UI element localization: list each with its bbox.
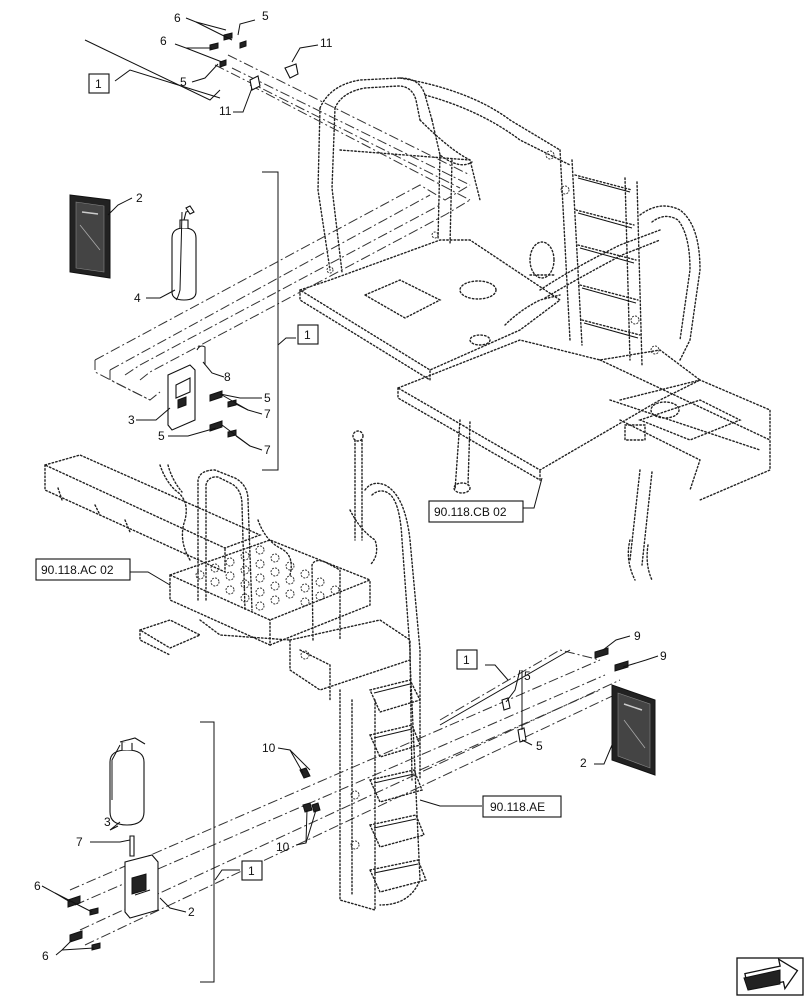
callout-7: 7 [76, 835, 83, 849]
callout-5: 5 [262, 9, 269, 23]
callout-5: 5 [524, 669, 531, 683]
group-label-1: 1 [248, 864, 255, 878]
callout-6: 6 [34, 879, 41, 893]
callout-2: 2 [188, 905, 195, 919]
bracket-bottom [124, 854, 159, 919]
reference-boxes: 90.118.CB 02 90.118.AC 02 90.118.AE [35, 500, 562, 818]
mounting-centerlines [69, 54, 626, 946]
callout-9: 9 [634, 629, 641, 643]
callout-7: 7 [264, 443, 271, 457]
decal-right [611, 684, 656, 776]
fire-extinguisher-bottom [109, 737, 146, 857]
group-label-boxes: 1 1 1 1 [88, 73, 478, 881]
callout-5: 5 [180, 75, 187, 89]
callout-3: 3 [128, 413, 135, 427]
access-platform [42, 430, 427, 911]
callout-5: 5 [264, 391, 271, 405]
hardware-mid [209, 390, 237, 438]
callout-8: 8 [224, 370, 231, 384]
fire-extinguisher-top [171, 205, 197, 301]
group-braces [84, 39, 571, 983]
group-label-1: 1 [95, 77, 102, 91]
callout-9: 9 [660, 649, 667, 663]
callout-6: 6 [42, 949, 49, 963]
reference-ae[interactable]: 90.118.AE [490, 800, 545, 814]
callout-5: 5 [536, 739, 543, 753]
callout-10: 10 [276, 840, 290, 854]
reference-ac02[interactable]: 90.118.AC 02 [41, 563, 114, 577]
callout-2: 2 [136, 191, 143, 205]
cab-platform-frame [298, 77, 771, 581]
bracket-mid [167, 345, 206, 431]
callout-10: 10 [262, 741, 276, 755]
hardware-top [209, 32, 299, 91]
hardware-bottom [67, 895, 101, 951]
callout-5: 5 [158, 429, 165, 443]
callout-4: 4 [134, 291, 141, 305]
hardware-right [299, 647, 629, 813]
reference-cb02[interactable]: 90.118.CB 02 [434, 505, 507, 519]
callout-2: 2 [580, 756, 587, 770]
arrow-icon[interactable] [736, 956, 804, 996]
grating-holes [195, 545, 340, 611]
callout-7: 7 [264, 407, 271, 421]
callout-3: 3 [104, 815, 111, 829]
callout-11: 11 [320, 36, 333, 50]
leader-lines [41, 17, 659, 956]
group-label-1: 1 [463, 653, 470, 667]
decal-left [69, 194, 111, 279]
group-label-1: 1 [304, 328, 311, 342]
callout-6: 6 [174, 11, 181, 25]
callout-11: 11 [219, 104, 232, 118]
callout-numbers: 6 5 6 11 5 11 2 4 8 5 3 7 5 7 9 9 5 5 2 … [34, 9, 667, 963]
callout-6: 6 [160, 34, 167, 48]
